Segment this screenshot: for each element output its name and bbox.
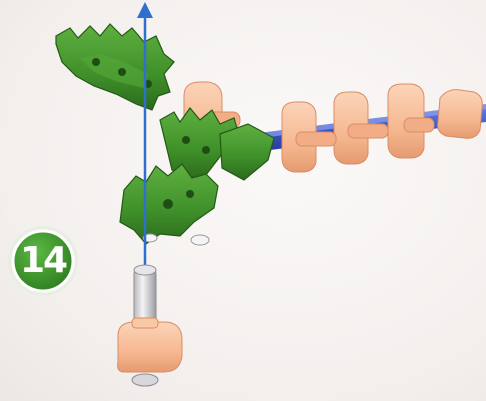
step-number-label: 14 <box>8 226 78 296</box>
green-connector-upper <box>56 24 174 110</box>
green-connector-lower <box>120 108 274 245</box>
grey-pin-with-clip <box>118 265 182 386</box>
